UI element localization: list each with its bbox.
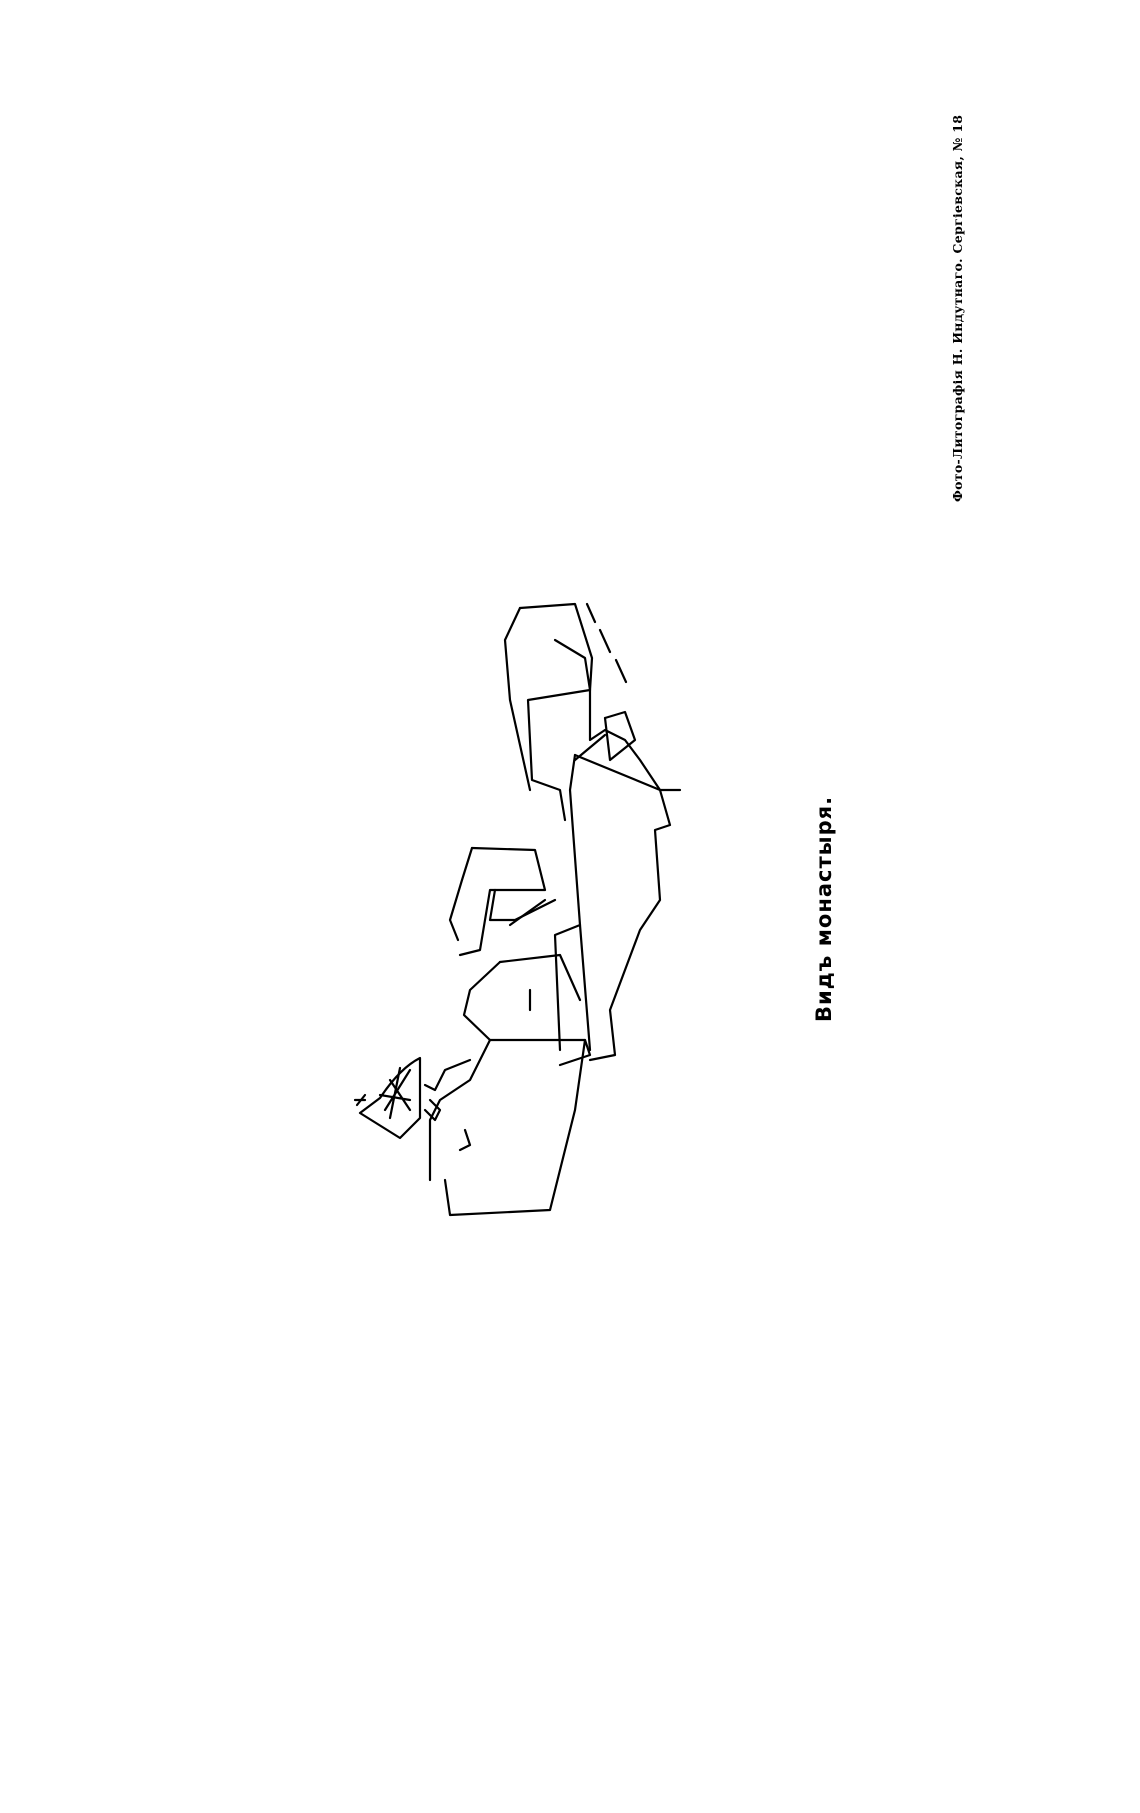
church-dome [353, 1056, 472, 1152]
building-right-block [503, 602, 682, 822]
building-tall-block [553, 753, 672, 1062]
figure-caption: Видъ монастыря. [812, 795, 836, 1022]
building-front-block [423, 953, 592, 1217]
printer-imprint: Фото-Литографія Н. Индутнаго. Сергіевска… [950, 114, 965, 502]
building-middle-block [448, 846, 557, 957]
